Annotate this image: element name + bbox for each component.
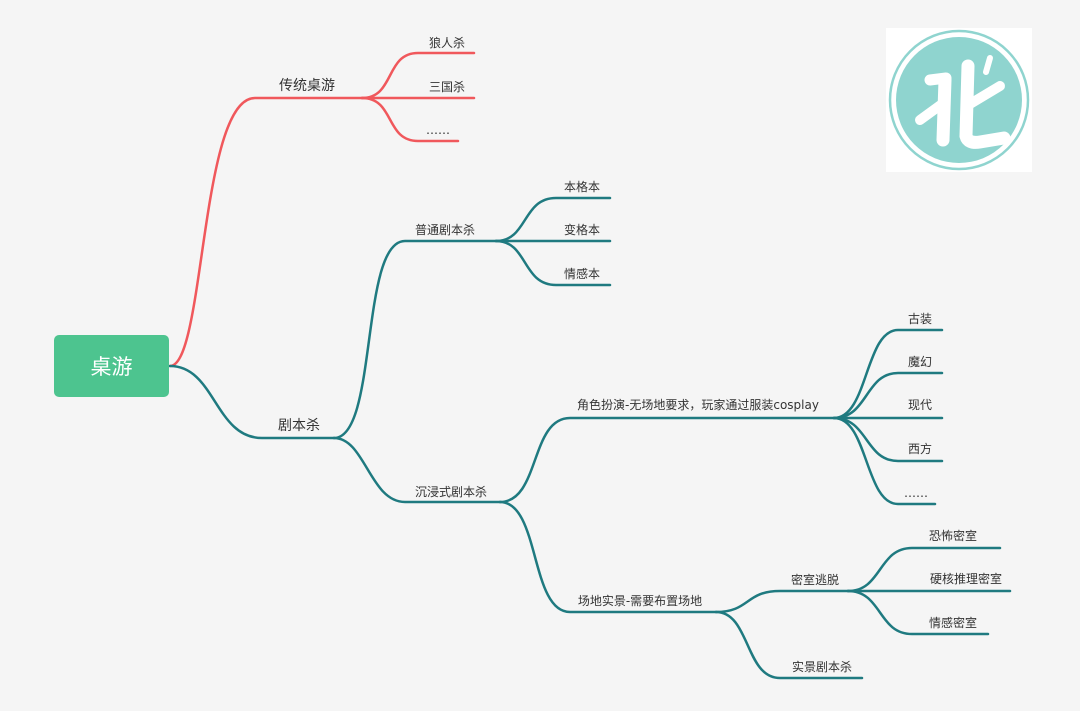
- connector-venue-live: [714, 610, 864, 680]
- node-variant-script[interactable]: 变格本: [563, 223, 601, 237]
- node-immersive-jubensha[interactable]: 沉浸式剧本杀: [414, 485, 488, 499]
- connector-roleplay-5: [832, 416, 937, 506]
- connector-traditional-1: [360, 51, 476, 100]
- connector-root-jubensha: [168, 364, 336, 440]
- node-venue[interactable]: 场地实景-需要布置场地: [577, 594, 703, 608]
- connector-normal-3: [494, 239, 612, 287]
- connector-roleplay-4: [832, 416, 944, 463]
- node-normal-jubensha[interactable]: 普通剧本杀: [414, 223, 476, 237]
- node-roleplay-more[interactable]: ……: [904, 486, 928, 500]
- root-node[interactable]: 桌游: [54, 335, 169, 397]
- connector-escape-1: [846, 546, 1002, 593]
- node-live-jubensha[interactable]: 实景剧本杀: [791, 660, 853, 674]
- connector-jubensha-immersive: [332, 436, 502, 504]
- connector-normal-1: [494, 196, 612, 243]
- connector-escape-3: [846, 589, 990, 636]
- node-hardcore-room[interactable]: 硬核推理密室: [929, 572, 1003, 586]
- connector-root-traditional: [168, 96, 364, 368]
- node-modern[interactable]: 现代: [907, 398, 933, 412]
- node-western[interactable]: 西方: [907, 442, 933, 456]
- node-horror-room[interactable]: 恐怖密室: [928, 529, 978, 543]
- node-traditional-boardgames[interactable]: 传统桌游: [279, 78, 335, 94]
- root-label: 桌游: [90, 355, 133, 379]
- node-emotional-script[interactable]: 情感本: [563, 267, 601, 281]
- node-roleplay[interactable]: 角色扮演-无场地要求，玩家通过服装cosplay: [577, 398, 819, 412]
- node-classic-script[interactable]: 本格本: [563, 180, 601, 194]
- connector-roleplay-1: [832, 328, 944, 420]
- node-traditional-more[interactable]: ……: [426, 123, 450, 137]
- node-emotional-room[interactable]: 情感密室: [928, 616, 978, 630]
- logo-glyph-icon: [888, 29, 1030, 171]
- node-fantasy[interactable]: 魔幻: [907, 355, 933, 369]
- connector-immersive-venue: [498, 500, 718, 614]
- connector-roleplay-2: [832, 371, 944, 420]
- connector-venue-escape: [714, 589, 850, 614]
- brand-logo: [886, 28, 1032, 172]
- node-jubensha[interactable]: 剧本杀: [278, 418, 320, 434]
- connector-jubensha-normal: [332, 239, 498, 440]
- node-werewolf[interactable]: 狼人杀: [428, 36, 466, 50]
- node-three-kingdoms[interactable]: 三国杀: [428, 80, 466, 94]
- node-escape-room[interactable]: 密室逃脱: [790, 573, 840, 587]
- node-ancient-costume[interactable]: 古装: [907, 312, 933, 326]
- connector-immersive-roleplay: [498, 416, 836, 504]
- connector-traditional-3: [360, 96, 460, 143]
